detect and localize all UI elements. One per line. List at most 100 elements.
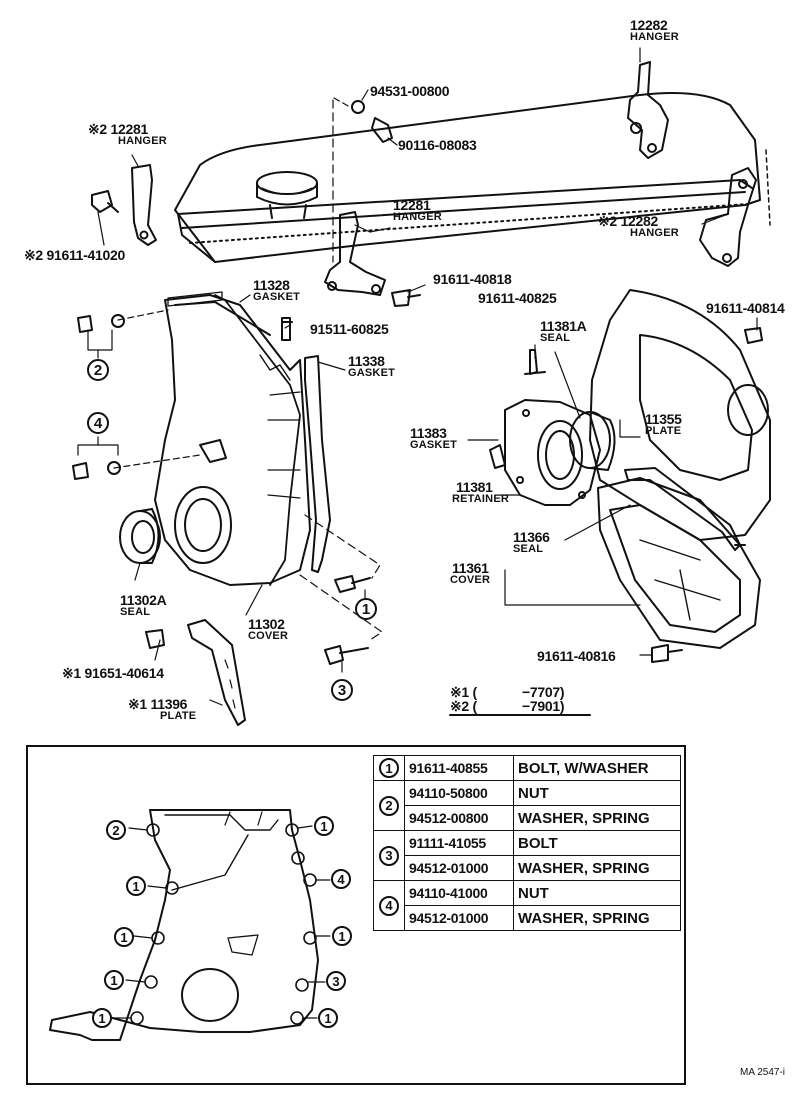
hanger-drawings (131, 61, 757, 296)
leader-lines (77, 47, 758, 716)
callout-part-number: 12281 (393, 197, 431, 213)
legend-row: 94512-01000 WASHER, SPRING (374, 855, 681, 881)
inset-marker-2: 2 (106, 820, 126, 840)
legend-description: NUT (513, 780, 681, 806)
legend-row: 94512-00800 WASHER, SPRING (374, 805, 681, 831)
plate-11355-drawing (589, 289, 771, 546)
legend-description: NUT (513, 880, 681, 906)
callout-part-name: COVER (248, 630, 289, 642)
plate-11396-drawing (187, 619, 246, 726)
seal-11302A-drawing (119, 508, 161, 564)
callout-part-number: 11355 (645, 411, 682, 427)
legend-row: 2 94110-50800 NUT (373, 780, 681, 831)
callout-part-number: 11381A (540, 318, 587, 334)
callout-part-number: ※1 91651-40614 (62, 665, 164, 681)
callout-part-name: HANGER (630, 227, 679, 239)
callout-part-number: ※2 91611-41020 (24, 247, 125, 263)
legend-key-marker: 1 (379, 758, 399, 778)
callout-part-number: 90116-08083 (398, 137, 477, 153)
legend-key-marker: 2 (379, 795, 399, 816)
callout-part-number: 91611-40818 (433, 271, 512, 287)
callout-part-name: GASKET (410, 439, 458, 451)
callout-part-name: RETAINER (452, 493, 510, 505)
callout-part-name: COVER (450, 574, 491, 586)
legend-part-number: 91611-40855 (404, 755, 514, 781)
inset-marker-1: 1 (126, 876, 146, 896)
footnote-value: −7901) (522, 698, 565, 714)
callout-part-number: 11381 (456, 479, 493, 495)
callout-part-number: 11302A (120, 592, 167, 608)
inset-marker-4: 4 (331, 869, 351, 889)
gasket-drawings (214, 294, 331, 586)
fastener-drawings (72, 100, 763, 665)
callout-part-number: ※1 11396 (128, 696, 188, 712)
timing-cover-drawing (154, 291, 311, 586)
fastener-legend-table: 1 91611-40855 BOLT, W/WASHER 2 94110-508… (373, 755, 681, 931)
legend-part-number: 91111-41055 (404, 830, 514, 856)
legend-row: 3 91111-41055 BOLT (373, 830, 681, 881)
callout-part-number: 91611-40816 (537, 648, 616, 664)
callout-part-name: HANGER (393, 211, 442, 223)
callout-part-name: SEAL (540, 332, 571, 344)
legend-part-number: 94512-01000 (404, 855, 514, 881)
footnote-value: −7707) (522, 684, 565, 700)
inset-cover-outline (49, 809, 331, 1041)
legend-part-number: 94512-01000 (404, 905, 514, 931)
callout-part-number: 11361 (452, 560, 489, 576)
callout-part-number: 11366 (513, 529, 550, 545)
footnote-mark: ※1 ( (450, 684, 477, 700)
callout-part-number: ※2 12281 (88, 121, 148, 137)
callout-part-number: 11338 (348, 353, 385, 369)
callout-part-number: 91611-40814 (706, 300, 785, 316)
footnote-mark: ※2 ( (450, 698, 477, 714)
legend-description: BOLT (513, 830, 681, 856)
legend-key-marker: 4 (379, 895, 399, 916)
legend-row: 4 94110-41000 NUT (373, 880, 681, 931)
marker-4: 4 (87, 412, 109, 434)
inset-marker-1: 1 (332, 926, 352, 946)
seal-11366-drawing (624, 467, 741, 551)
fastener-location-inset (26, 745, 686, 1085)
legend-row: 1 91611-40855 BOLT, W/WASHER (373, 755, 681, 781)
callout-part-number: 11328 (253, 277, 290, 293)
callout-part-number: ※2 12282 (598, 213, 658, 229)
callout-part-name: PLATE (645, 425, 682, 437)
legend-description: WASHER, SPRING (513, 805, 681, 831)
inset-marker-1: 1 (104, 970, 124, 990)
retainer-11381-drawing (489, 399, 616, 506)
callout-part-name: PLATE (160, 710, 197, 722)
marker-1: 1 (355, 598, 377, 620)
inset-marker-1: 1 (314, 816, 334, 836)
legend-description: WASHER, SPRING (513, 905, 681, 931)
legend-description: BOLT, W/WASHER (513, 755, 681, 781)
callout-part-number: 91611-40825 (478, 290, 557, 306)
marker-3: 3 (331, 679, 353, 701)
callout-part-name: HANGER (630, 31, 679, 43)
legend-description: WASHER, SPRING (513, 855, 681, 881)
callout-part-name: SEAL (120, 606, 151, 618)
legend-part-number: 94512-00800 (404, 805, 514, 831)
marker-2: 2 (87, 359, 109, 381)
legend-key-marker: 3 (379, 845, 399, 866)
valve-cover-drawing (174, 91, 771, 263)
legend-row: 94512-01000 WASHER, SPRING (374, 905, 681, 931)
callout-part-name: GASKET (253, 291, 301, 303)
callout-part-number: 11383 (410, 425, 447, 441)
callout-part-number: 91511-60825 (310, 321, 389, 337)
inset-marker-1: 1 (318, 1008, 338, 1028)
callout-part-name: SEAL (513, 543, 544, 555)
inset-marker-3: 3 (326, 971, 346, 991)
callout-part-number: 12282 (630, 17, 668, 33)
cover-11361-drawing (597, 477, 761, 649)
inset-marker-1: 1 (114, 927, 134, 947)
diagram-code: MA 2547-i (740, 1067, 786, 1078)
callout-part-number: 11302 (248, 616, 285, 632)
callout-part-number: 94531-00800 (370, 83, 450, 99)
callout-part-name: GASKET (348, 367, 396, 379)
inset-marker-1: 1 (92, 1008, 112, 1028)
legend-part-number: 94110-50800 (404, 780, 514, 806)
callout-part-name: HANGER (118, 135, 167, 147)
legend-part-number: 94110-41000 (404, 880, 514, 906)
